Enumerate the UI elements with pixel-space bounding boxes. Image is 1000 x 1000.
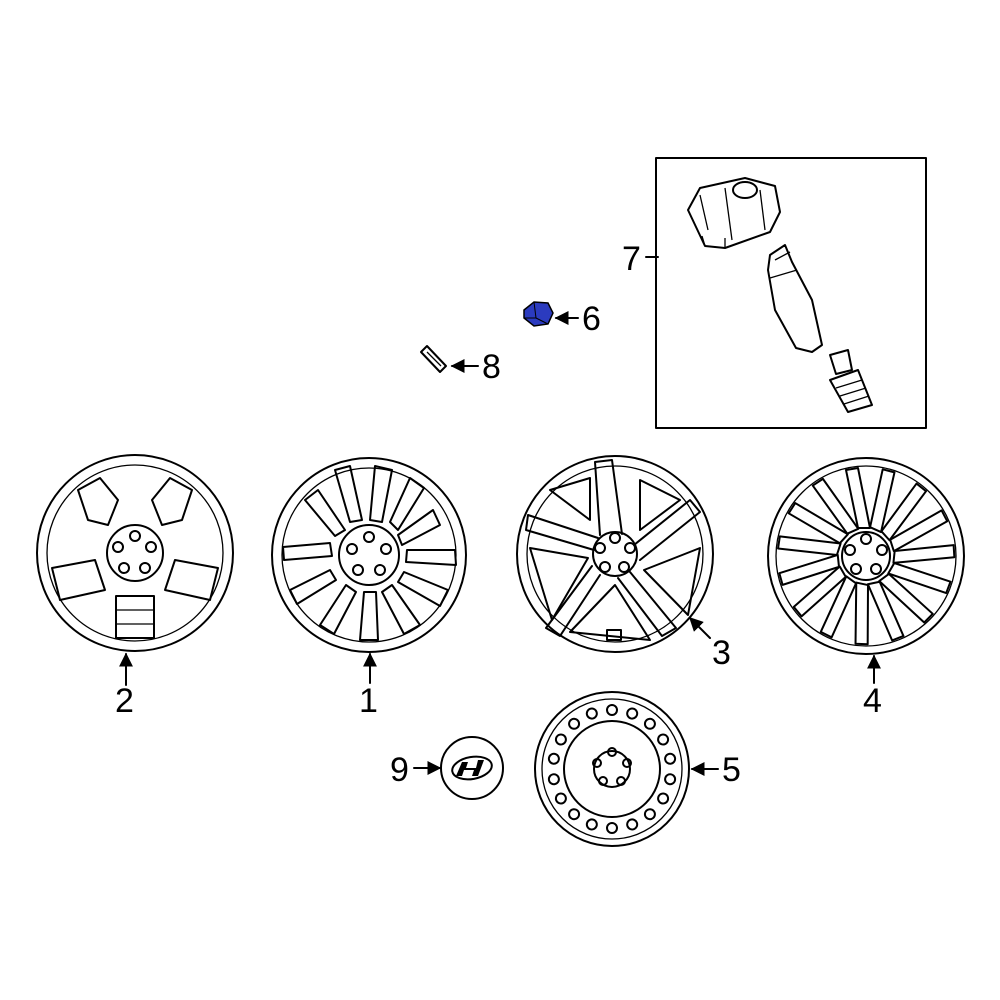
wheel-part-1[interactable]: 1 — [271, 457, 467, 720]
leader-3 — [689, 617, 711, 639]
callout-8: 8 — [482, 348, 501, 386]
lug-nut-part-6[interactable]: 6 — [523, 300, 601, 338]
callout-3: 3 — [712, 634, 731, 672]
spare-wheel-part-5[interactable]: 5 — [534, 691, 741, 847]
tpms-sensor-body — [687, 177, 781, 249]
center-cap-part-9[interactable]: 9 — [390, 736, 504, 800]
tpms-sensor-part-7[interactable]: 7 — [622, 157, 927, 429]
lug-nut-icon — [523, 301, 554, 327]
brand-emblem-icon — [451, 755, 493, 781]
callout-6: 6 — [582, 300, 601, 338]
tpms-valve-stem — [767, 244, 853, 375]
inset-frame — [655, 157, 927, 429]
wheel-part-3[interactable]: 3 — [516, 455, 731, 672]
tpms-valve-cap — [829, 369, 873, 413]
callout-7: 7 — [622, 240, 641, 278]
wheel-rim — [767, 457, 965, 655]
wheel-part-2[interactable]: 2 — [36, 454, 234, 720]
callout-9: 9 — [390, 751, 409, 789]
wheel-rim — [534, 691, 690, 847]
callout-4: 4 — [863, 682, 882, 720]
wheel-part-4[interactable]: 4 — [767, 457, 965, 720]
wheel-rim — [36, 454, 234, 652]
wheel-rim — [271, 457, 467, 653]
callout-5: 5 — [722, 751, 741, 789]
callout-1: 1 — [359, 682, 378, 720]
wheel-rim — [516, 455, 714, 653]
wheel-stud-part-8[interactable]: 8 — [420, 345, 501, 386]
callout-2: 2 — [115, 682, 134, 720]
